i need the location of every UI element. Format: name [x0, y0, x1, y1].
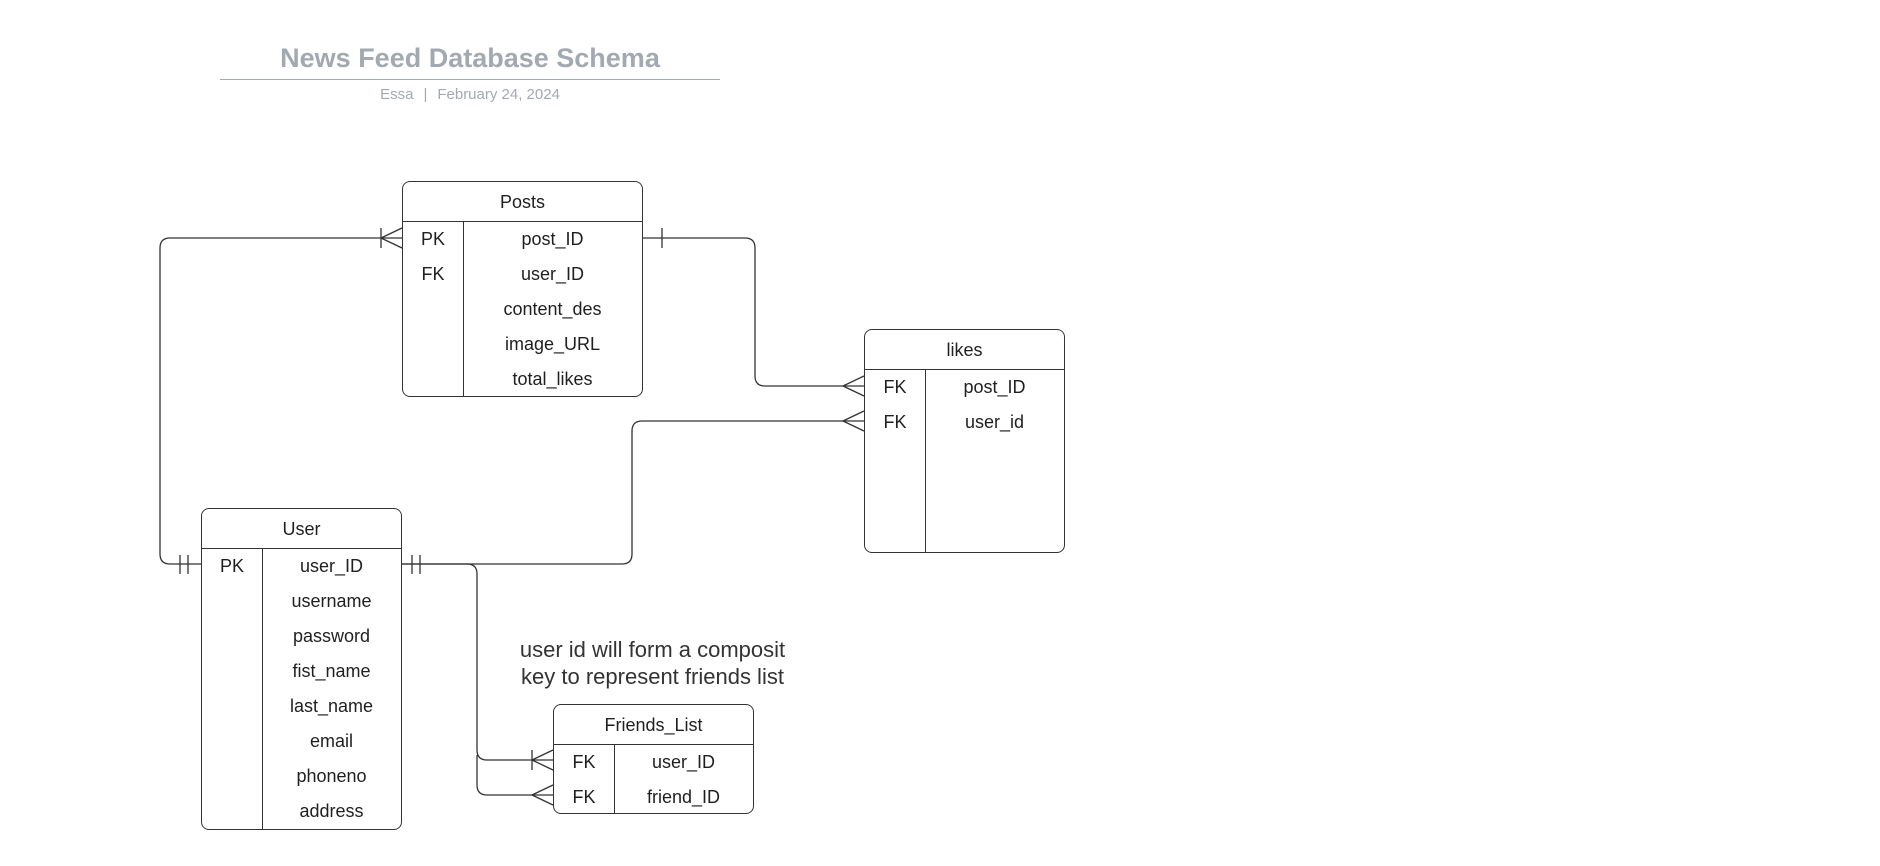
key-badge — [202, 654, 262, 689]
title-underline — [220, 79, 720, 80]
table-row: FK user_id — [865, 405, 1064, 440]
likes-post-crowfoot-lower — [842, 385, 865, 397]
table-row: FK user_ID — [554, 745, 753, 780]
key-badge — [403, 292, 463, 327]
meta-separator: | — [423, 86, 428, 103]
key-column-divider — [262, 549, 263, 829]
author: Essa — [380, 86, 414, 103]
key-badge — [202, 689, 262, 724]
user-likes-connector — [401, 420, 864, 565]
key-column-divider — [614, 745, 615, 813]
friends-friend-crowfoot-lower — [531, 794, 554, 806]
field-name: post_ID — [521, 229, 584, 249]
table-row: PK post_ID — [403, 222, 642, 257]
date: February 24, 2024 — [437, 86, 560, 103]
posts-side-crowfoot-lower — [380, 237, 403, 249]
entity-friends-list-fields: FK user_ID FK friend_ID — [554, 745, 753, 813]
field-name: post_ID — [963, 377, 1026, 397]
key-badge: FK — [572, 787, 596, 807]
field-name: last_name — [289, 696, 374, 716]
table-row: password — [202, 619, 401, 654]
key-badge: FK — [883, 377, 907, 397]
posts-likes-connector — [642, 237, 864, 387]
field-name: user_ID — [520, 264, 585, 284]
friends-friend-crowfoot-upper — [531, 784, 554, 796]
key-badge — [202, 759, 262, 794]
user-friends-connector — [401, 563, 553, 761]
friends-user-crowfoot-upper — [531, 749, 554, 761]
field-name: phoneno — [296, 766, 367, 786]
table-row: image_URL — [403, 327, 642, 362]
table-row: last_name — [202, 689, 401, 724]
key-badge — [202, 584, 262, 619]
table-row: PK user_ID — [202, 549, 401, 584]
entity-user-fields: PK user_ID username password fist_name la… — [202, 549, 401, 829]
diagram-title: News Feed Database Schema — [280, 43, 660, 73]
entity-user[interactable]: User PK user_ID username password fist_na… — [201, 508, 402, 830]
likes-user-crowfoot-lower — [842, 420, 865, 432]
field-name: email — [309, 731, 353, 751]
posts-side-crowfoot-upper — [380, 227, 403, 239]
table-row: address — [202, 794, 401, 829]
entity-friends-list[interactable]: Friends_List FK user_ID FK friend_ID — [553, 704, 754, 814]
key-badge — [202, 619, 262, 654]
key-column-divider — [925, 370, 926, 552]
entity-user-title: User — [202, 509, 401, 549]
key-badge — [202, 794, 262, 829]
table-row: FK user_ID — [403, 257, 642, 292]
key-badge: FK — [883, 412, 907, 432]
table-row: total_likes — [403, 362, 642, 396]
entity-posts-title: Posts — [403, 182, 642, 222]
key-column-divider — [463, 222, 464, 396]
field-name: user_ID — [299, 556, 364, 576]
field-name: address — [299, 801, 364, 821]
key-badge: PK — [420, 229, 445, 249]
key-badge: FK — [572, 752, 596, 772]
key-badge — [403, 327, 463, 362]
note-line-1: user id will form a composit — [519, 637, 786, 662]
friends-user-crowfoot-lower — [531, 759, 554, 771]
key-badge: PK — [219, 556, 244, 576]
table-row: fist_name — [202, 654, 401, 689]
field-name: image_URL — [504, 334, 601, 354]
field-name: user_ID — [651, 752, 716, 772]
likes-user-crowfoot-upper — [842, 410, 865, 422]
field-name: password — [292, 626, 371, 646]
key-badge: FK — [421, 264, 445, 284]
diagram-meta: Essa | February 24, 2024 — [220, 86, 720, 103]
field-name: username — [291, 591, 372, 611]
field-name: friend_ID — [646, 787, 721, 807]
composite-key-note: user id will form a composit key to repr… — [500, 636, 805, 690]
table-row: email — [202, 724, 401, 759]
table-row: FK friend_ID — [554, 780, 753, 813]
table-row: FK post_ID — [865, 370, 1064, 405]
entity-friends-list-title: Friends_List — [554, 705, 753, 745]
table-row: content_des — [403, 292, 642, 327]
entity-posts[interactable]: Posts PK post_ID FK user_ID content_des im… — [402, 181, 643, 397]
table-row: username — [202, 584, 401, 619]
field-name: user_id — [964, 412, 1025, 432]
entity-likes-fields: FK post_ID FK user_id — [865, 370, 1064, 552]
user-friends-connector-branch — [476, 755, 553, 796]
field-name: content_des — [503, 299, 602, 319]
likes-post-crowfoot-upper — [842, 375, 865, 387]
key-badge — [202, 724, 262, 759]
note-line-2: key to represent friends list — [521, 664, 784, 689]
entity-likes-title: likes — [865, 330, 1064, 370]
field-name: fist_name — [292, 661, 371, 681]
table-row: phoneno — [202, 759, 401, 794]
entity-posts-fields: PK post_ID FK user_ID content_des image_UR… — [403, 222, 642, 396]
field-name: total_likes — [512, 369, 593, 389]
entity-likes[interactable]: likes FK post_ID FK user_id — [864, 329, 1065, 553]
user-posts-connector — [159, 237, 402, 565]
key-badge — [403, 362, 463, 396]
